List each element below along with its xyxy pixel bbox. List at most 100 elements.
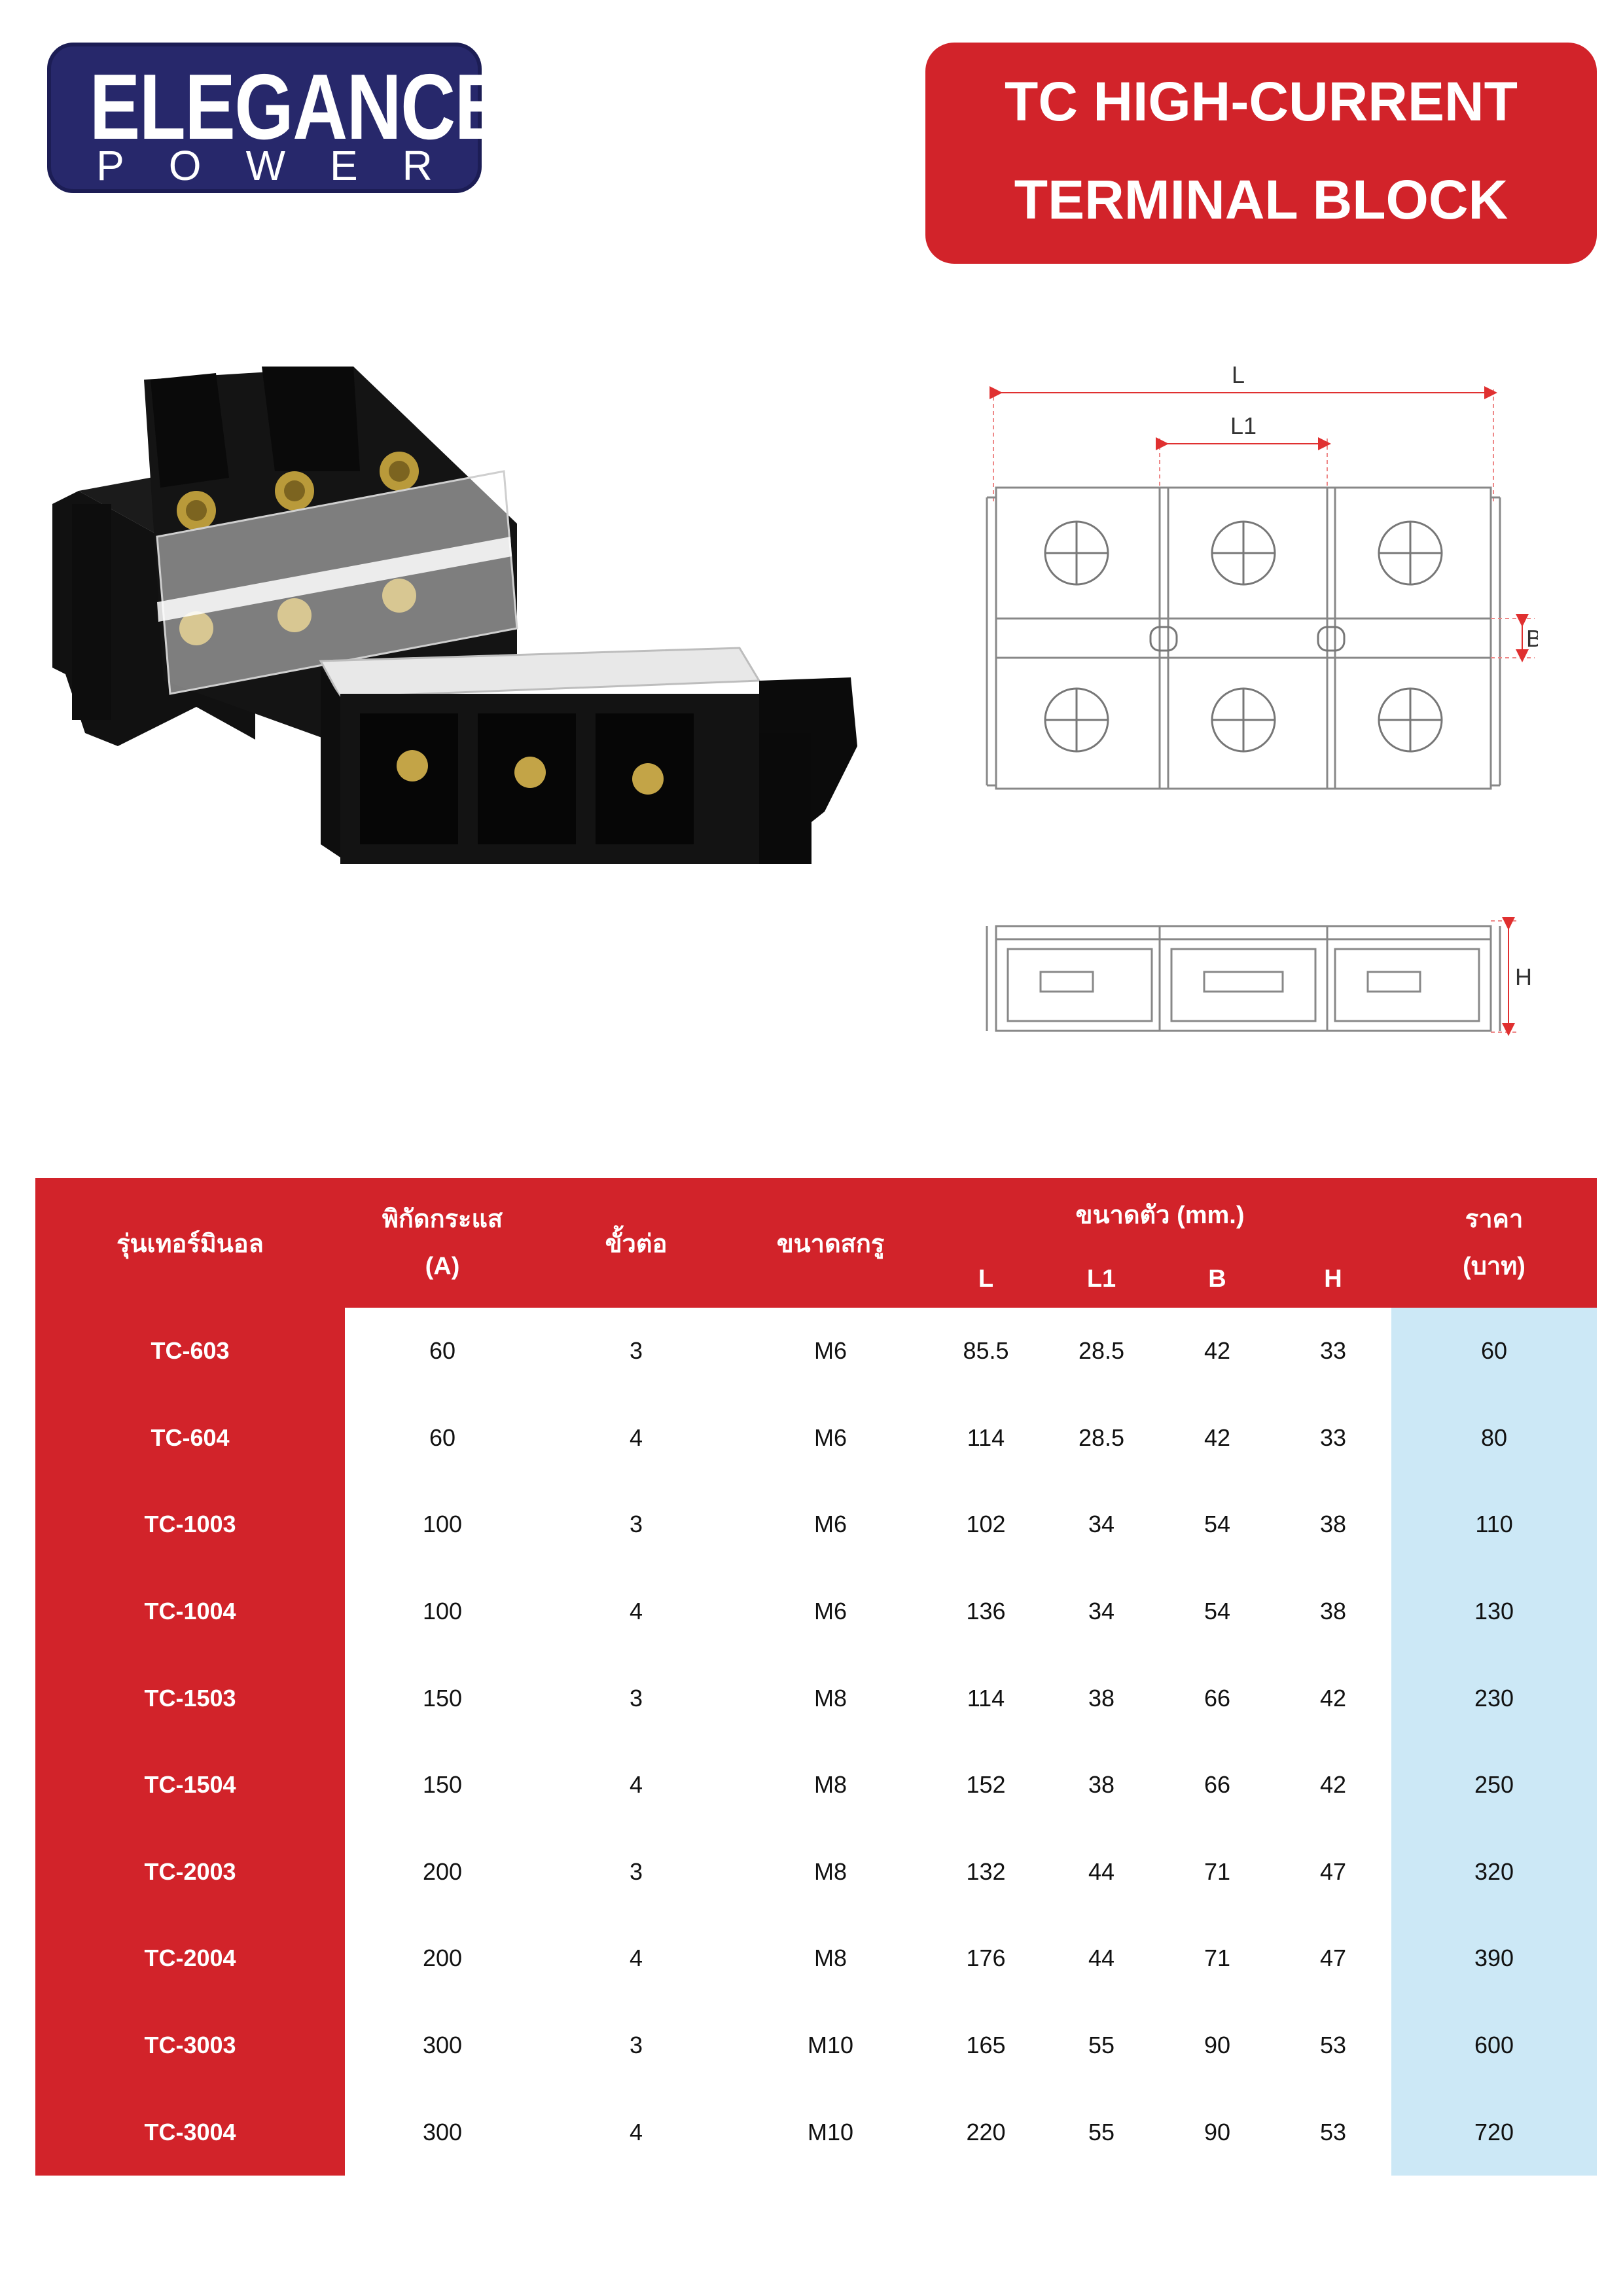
cell-current: 150: [422, 1771, 463, 1799]
cell-poles: 4: [629, 2118, 643, 2145]
table-row: TC-1504 150 4 M8 152 38 66 42 250: [35, 1741, 1597, 1829]
cell-current: 100: [422, 1511, 463, 1538]
dim-label-h: H: [1515, 963, 1532, 990]
cell-l: 132: [966, 1857, 1006, 1885]
cell-h: 47: [1320, 1945, 1347, 1972]
dimension-drawing-top: L L1 B: [986, 367, 1538, 790]
cell-price: 110: [1391, 1481, 1597, 1568]
page-title: TC HIGH-CURRENT TERMINAL BLOCK: [925, 43, 1597, 264]
cell-current: 300: [422, 2032, 463, 2059]
cell-h: 33: [1320, 1424, 1347, 1451]
cell-poles: 3: [629, 1337, 643, 1365]
cell-b: 71: [1204, 1857, 1231, 1885]
dim-label-l1: L1: [1230, 412, 1257, 439]
cell-h: 42: [1320, 1684, 1347, 1712]
cell-l1: 34: [1088, 1511, 1115, 1538]
cell-b: 54: [1204, 1511, 1231, 1538]
cell-price: 80: [1391, 1394, 1597, 1482]
table-row: TC-3004 300 4 M10 220 55 90 53 720: [35, 2089, 1597, 2176]
cell-price: 250: [1391, 1741, 1597, 1829]
cell-screw: M8: [813, 1684, 847, 1712]
header-screw: ขนาดสกรู: [732, 1178, 929, 1308]
terminal-block-3p-back: [52, 367, 518, 746]
cell-screw: M6: [813, 1598, 847, 1625]
brand-logo-line1: ELEGANCE: [89, 55, 505, 159]
cell-model: TC-2004: [35, 1915, 345, 2002]
brand-logo-line2: POWER: [96, 142, 477, 189]
cell-model: TC-1004: [35, 1568, 345, 1655]
header-current-line1: พิกัดกระแส: [382, 1206, 503, 1233]
cell-b: 71: [1204, 1945, 1231, 1972]
cell-b: 42: [1204, 1424, 1231, 1451]
cell-l: 85.5: [963, 1337, 1009, 1365]
header-l1: L1: [1043, 1250, 1160, 1308]
cell-screw: M8: [813, 1771, 847, 1799]
table-row: TC-603 60 3 M6 85.5 28.5 42 33 60: [35, 1308, 1597, 1395]
cell-l: 136: [966, 1598, 1006, 1625]
cell-poles: 4: [629, 1945, 643, 1972]
cell-h: 38: [1320, 1598, 1347, 1625]
cell-h: 33: [1320, 1337, 1347, 1365]
cell-b: 66: [1204, 1684, 1231, 1712]
cell-poles: 4: [629, 1598, 643, 1625]
cell-model: TC-1003: [35, 1481, 345, 1568]
table-row: TC-2004 200 4 M8 176 44 71 47 390: [35, 1915, 1597, 2002]
cell-h: 53: [1320, 2032, 1347, 2059]
cell-price: 230: [1391, 1655, 1597, 1742]
cell-price: 130: [1391, 1568, 1597, 1655]
header-price: ราคา (บาท): [1391, 1178, 1597, 1308]
header-model: รุ่นเทอร์มินอล: [35, 1178, 345, 1308]
cell-poles: 4: [629, 1424, 643, 1451]
cell-l: 114: [967, 1424, 1005, 1451]
brand-logo: ELEGANCE POWER: [47, 43, 505, 193]
header-size-group: ขนาดตัว (mm.): [929, 1178, 1392, 1250]
cell-l1: 44: [1088, 1945, 1115, 1972]
cell-model: TC-1503: [35, 1655, 345, 1742]
cell-b: 90: [1204, 2032, 1231, 2059]
dim-label-b: B: [1526, 625, 1538, 652]
product-photo: [52, 367, 857, 864]
cell-l: 220: [966, 2118, 1006, 2145]
table-row: TC-1503 150 3 M8 114 38 66 42 230: [35, 1655, 1597, 1742]
cell-l: 152: [966, 1771, 1006, 1799]
cell-h: 53: [1320, 2118, 1347, 2145]
header-l: L: [929, 1250, 1043, 1308]
cell-l1: 55: [1088, 2118, 1115, 2145]
cell-poles: 3: [629, 2032, 643, 2059]
cell-model: TC-2003: [35, 1828, 345, 1916]
cell-b: 90: [1204, 2118, 1231, 2145]
cell-current: 300: [422, 2118, 463, 2145]
cell-l: 165: [966, 2032, 1006, 2059]
cell-l: 102: [966, 1511, 1006, 1538]
cell-current: 60: [429, 1337, 456, 1365]
cell-model: TC-3003: [35, 2001, 345, 2089]
cell-current: 200: [422, 1857, 463, 1885]
cell-screw: M8: [813, 1945, 847, 1972]
cell-model: TC-1504: [35, 1741, 345, 1829]
header-current: พิกัดกระแส (A): [345, 1178, 540, 1308]
cell-l1: 34: [1088, 1598, 1115, 1625]
header-b: B: [1160, 1250, 1275, 1308]
table-row: TC-604 60 4 M6 114 28.5 42 33 80: [35, 1394, 1597, 1482]
cell-b: 54: [1204, 1598, 1231, 1625]
cell-poles: 3: [629, 1684, 643, 1712]
cell-h: 38: [1320, 1511, 1347, 1538]
cell-price: 390: [1391, 1915, 1597, 2002]
cell-h: 47: [1320, 1857, 1347, 1885]
header-current-line2: (A): [425, 1253, 460, 1280]
cell-l1: 44: [1088, 1857, 1115, 1885]
cell-model: TC-603: [35, 1308, 345, 1395]
cell-l1: 38: [1088, 1771, 1115, 1799]
cell-l1: 28.5: [1078, 1424, 1125, 1451]
cell-price: 600: [1391, 2001, 1597, 2089]
cell-model: TC-604: [35, 1394, 345, 1482]
header-h: H: [1275, 1250, 1392, 1308]
cell-poles: 3: [629, 1511, 643, 1538]
cell-screw: M10: [807, 2118, 854, 2145]
page-title-line2: TERMINAL BLOCK: [1014, 169, 1508, 230]
cell-price: 720: [1391, 2089, 1597, 2176]
cell-l1: 38: [1088, 1684, 1115, 1712]
cell-poles: 4: [629, 1771, 643, 1799]
cell-screw: M6: [813, 1337, 847, 1365]
cell-model: TC-3004: [35, 2089, 345, 2176]
